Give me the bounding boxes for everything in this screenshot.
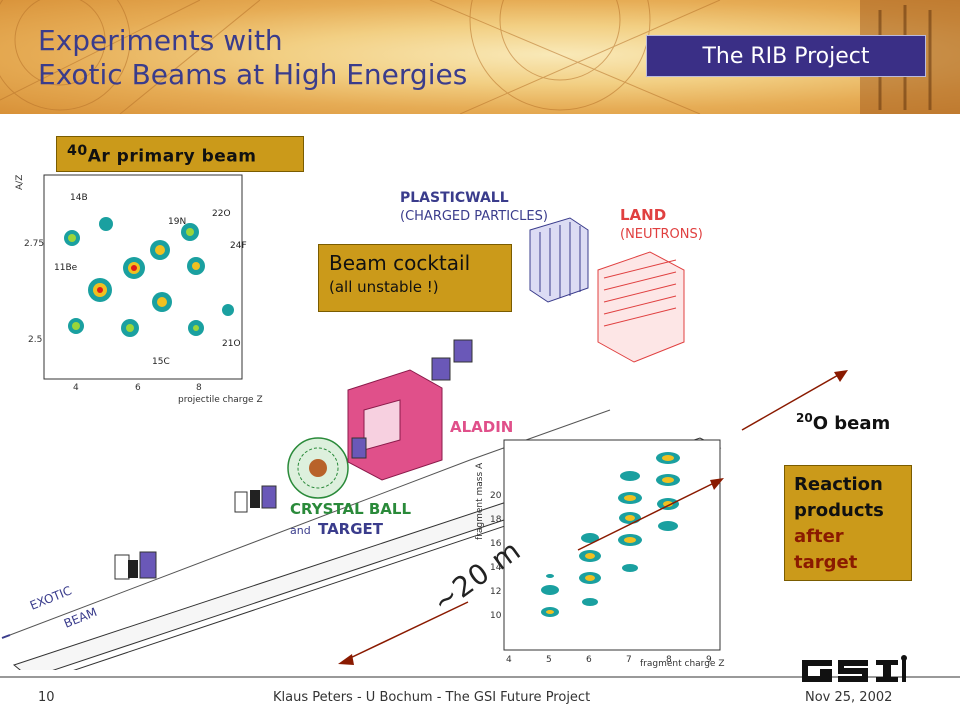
plot-right-ytick-6: 10 — [490, 611, 502, 621]
isotope-15c: 15C — [152, 357, 170, 367]
plot-right-ytick-1: 20 — [490, 491, 502, 501]
target-label: TARGET — [318, 520, 384, 538]
plot-left-xlabel: projectile charge Z — [178, 395, 263, 405]
reaction-line-1: Reaction — [794, 474, 883, 495]
plot-right-xtick-4: 7 — [626, 655, 632, 665]
ar-mass-number: 40 — [67, 143, 88, 159]
plot-left-xtick-2: 6 — [135, 383, 141, 393]
crystal-ball-label: CRYSTAL BALL — [290, 500, 411, 518]
plot-left-blobs — [64, 217, 234, 337]
plastic-wall — [529, 217, 589, 303]
aladin-label: ALADIN — [450, 418, 513, 436]
plot-right-xlabel: fragment charge Z — [640, 659, 724, 669]
o-mass-number: 20 — [796, 411, 813, 425]
plasticwall-label: PLASTICWALL — [400, 190, 509, 206]
footer-divider — [0, 676, 960, 678]
title-line-1: Experiments with — [38, 24, 283, 57]
and-label: and — [290, 524, 311, 537]
tracking-detectors — [114, 485, 277, 580]
plot-right-xtick-2: 5 — [546, 655, 552, 665]
distance-arrow — [338, 478, 724, 665]
beam-axis — [9, 409, 611, 636]
plot-right-ytick-4: 14 — [490, 563, 502, 573]
crystal-ball-sphere — [287, 437, 349, 499]
gsi-logo — [802, 655, 907, 682]
plot-right-ytick-3: 16 — [490, 539, 502, 549]
land-sub-label: (NEUTRONS) — [620, 227, 703, 242]
title-line-2: Exotic Beams at High Energies — [38, 58, 468, 91]
isotope-22o: 22O — [212, 209, 231, 219]
slide-title: Experiments with Exotic Beams at High En… — [38, 24, 467, 92]
cocktail-title: Beam cocktail — [329, 251, 471, 275]
plot-right-xtick-5: 8 — [666, 655, 672, 665]
footer-date: Nov 25, 2002 — [805, 690, 893, 705]
plot-right-xtick-1: 4 — [506, 655, 512, 665]
footer-author: Klaus Peters - U Bochum - The GSI Future… — [273, 690, 591, 705]
plot-left-ytick-1: 2.75 — [24, 239, 44, 249]
plot-left: A/Z 2.75 2.5 4 6 8 projectile charge Z 1… — [15, 174, 263, 405]
plot-right-blobs — [541, 452, 680, 617]
reaction-line-2: products — [794, 500, 884, 521]
drift-chambers — [431, 339, 473, 381]
isotope-11be: 11Be — [54, 263, 78, 273]
ar-beam-label: Ar primary beam — [87, 146, 257, 167]
plot-left-ylabel: A/Z — [15, 175, 25, 190]
isotope-19n: 19N — [168, 217, 186, 227]
plot-left-xtick-1: 4 — [73, 383, 79, 393]
plot-right-ytick-2: 18 — [490, 515, 502, 525]
isotope-14b: 14B — [70, 193, 88, 203]
detector-schematic: EXOTIC BEAM PLASTICWALL (CHARGED PARTICL… — [1, 174, 848, 670]
land-label: LAND — [620, 206, 666, 224]
plot-right-xtick-3: 6 — [586, 655, 592, 665]
plot-right-ytick-5: 12 — [490, 587, 501, 597]
cocktail-subtitle: (all unstable !) — [329, 278, 439, 296]
primary-beam-box: 40Ar primary beam — [56, 136, 304, 172]
isotope-21o: 21O — [222, 339, 241, 349]
plasticwall-sub-label: (CHARGED PARTICLES) — [400, 209, 548, 224]
exotic-label: EXOTIC — [28, 583, 74, 612]
plot-left-xtick-3: 8 — [196, 383, 202, 393]
reaction-products-box: Reaction products after target — [784, 465, 912, 581]
o20-beam-arrow — [741, 370, 848, 431]
reaction-line-3: after — [794, 526, 844, 547]
plot-left-ytick-2: 2.5 — [28, 335, 42, 345]
plot-right-xtick-6: 9 — [706, 655, 712, 665]
land-detector — [597, 251, 685, 363]
reaction-line-4: target — [794, 552, 858, 573]
aladin-magnet — [347, 369, 443, 481]
page-number: 10 — [38, 690, 55, 705]
beam-arrow — [1, 634, 11, 639]
beam-cocktail-box: Beam cocktail (all unstable !) — [318, 244, 512, 312]
isotope-24f: 24F — [230, 241, 247, 251]
beam-label: BEAM — [62, 605, 99, 631]
o20-beam-label: 20O beam — [796, 411, 890, 434]
project-badge: The RIB Project — [646, 35, 926, 77]
plot-right-ylabel: fragment mass A — [475, 462, 485, 540]
o-beam-text: O beam — [812, 413, 891, 434]
plot-right: fragment mass A 20 18 16 14 12 10 4 5 6 … — [475, 439, 724, 669]
